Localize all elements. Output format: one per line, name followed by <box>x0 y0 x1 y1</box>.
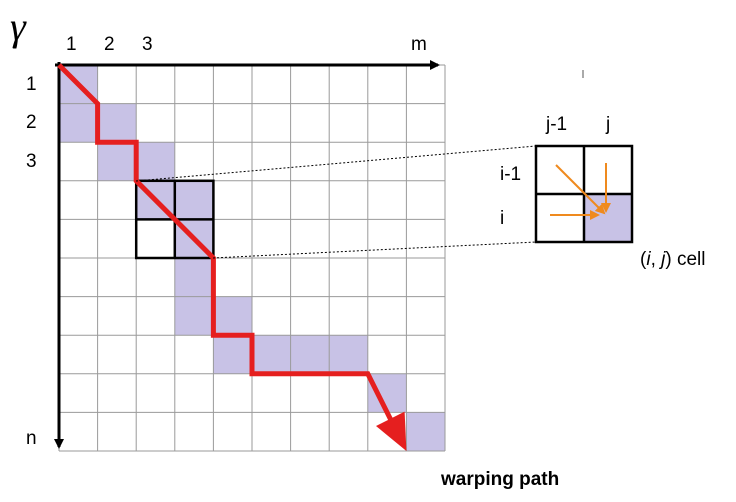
diagonal-step-arrow <box>555 164 606 215</box>
inset-column-label-j-1: j-1 <box>545 114 567 135</box>
row-label-n: n <box>26 428 37 449</box>
projection-line-top <box>135 145 537 182</box>
shaded-cells <box>59 65 445 451</box>
shaded-cell <box>174 258 214 297</box>
cell-caption-suffix: ) cell <box>665 249 705 270</box>
shaded-cell <box>59 103 98 143</box>
shaded-cell <box>367 373 407 413</box>
row-label-1: 1 <box>26 74 37 95</box>
row-label-3: 3 <box>26 151 37 172</box>
shaded-cell <box>290 335 330 374</box>
shaded-cell <box>406 412 445 451</box>
gamma-symbol: γ <box>10 4 27 49</box>
inset-row-label-i-1: i-1 <box>500 164 521 185</box>
warping-path-caption: warping path <box>440 469 559 490</box>
inset-column-label-j: j <box>605 114 610 135</box>
warping-path-arrowhead <box>375 411 407 451</box>
row-label-2: 2 <box>26 112 37 133</box>
shaded-cell <box>97 103 137 143</box>
shaded-cell <box>174 296 214 336</box>
shaded-cell <box>213 296 252 336</box>
column-label-1: 1 <box>66 34 77 55</box>
inset-cell-detail: j-1 j i-1 i (i, j) cell <box>500 114 705 270</box>
cell-caption-separator: , <box>651 249 662 270</box>
projection-line-bottom <box>212 241 537 259</box>
shaded-cell <box>329 335 368 374</box>
shaded-cell <box>174 180 214 220</box>
cell-caption: (i, j) cell <box>640 249 705 270</box>
shaded-cell <box>136 142 175 181</box>
cell-caption-open: ( <box>640 249 647 270</box>
cell-caption-i: i <box>646 249 651 270</box>
column-label-m: m <box>411 34 427 55</box>
shaded-cell <box>213 335 252 374</box>
shaded-cell <box>97 142 137 181</box>
column-label-3: 3 <box>142 34 153 55</box>
inset-row-label-i: i <box>500 208 504 229</box>
column-label-2: 2 <box>104 34 115 55</box>
shaded-cell <box>252 335 291 374</box>
cell-caption-j: j <box>658 249 666 270</box>
